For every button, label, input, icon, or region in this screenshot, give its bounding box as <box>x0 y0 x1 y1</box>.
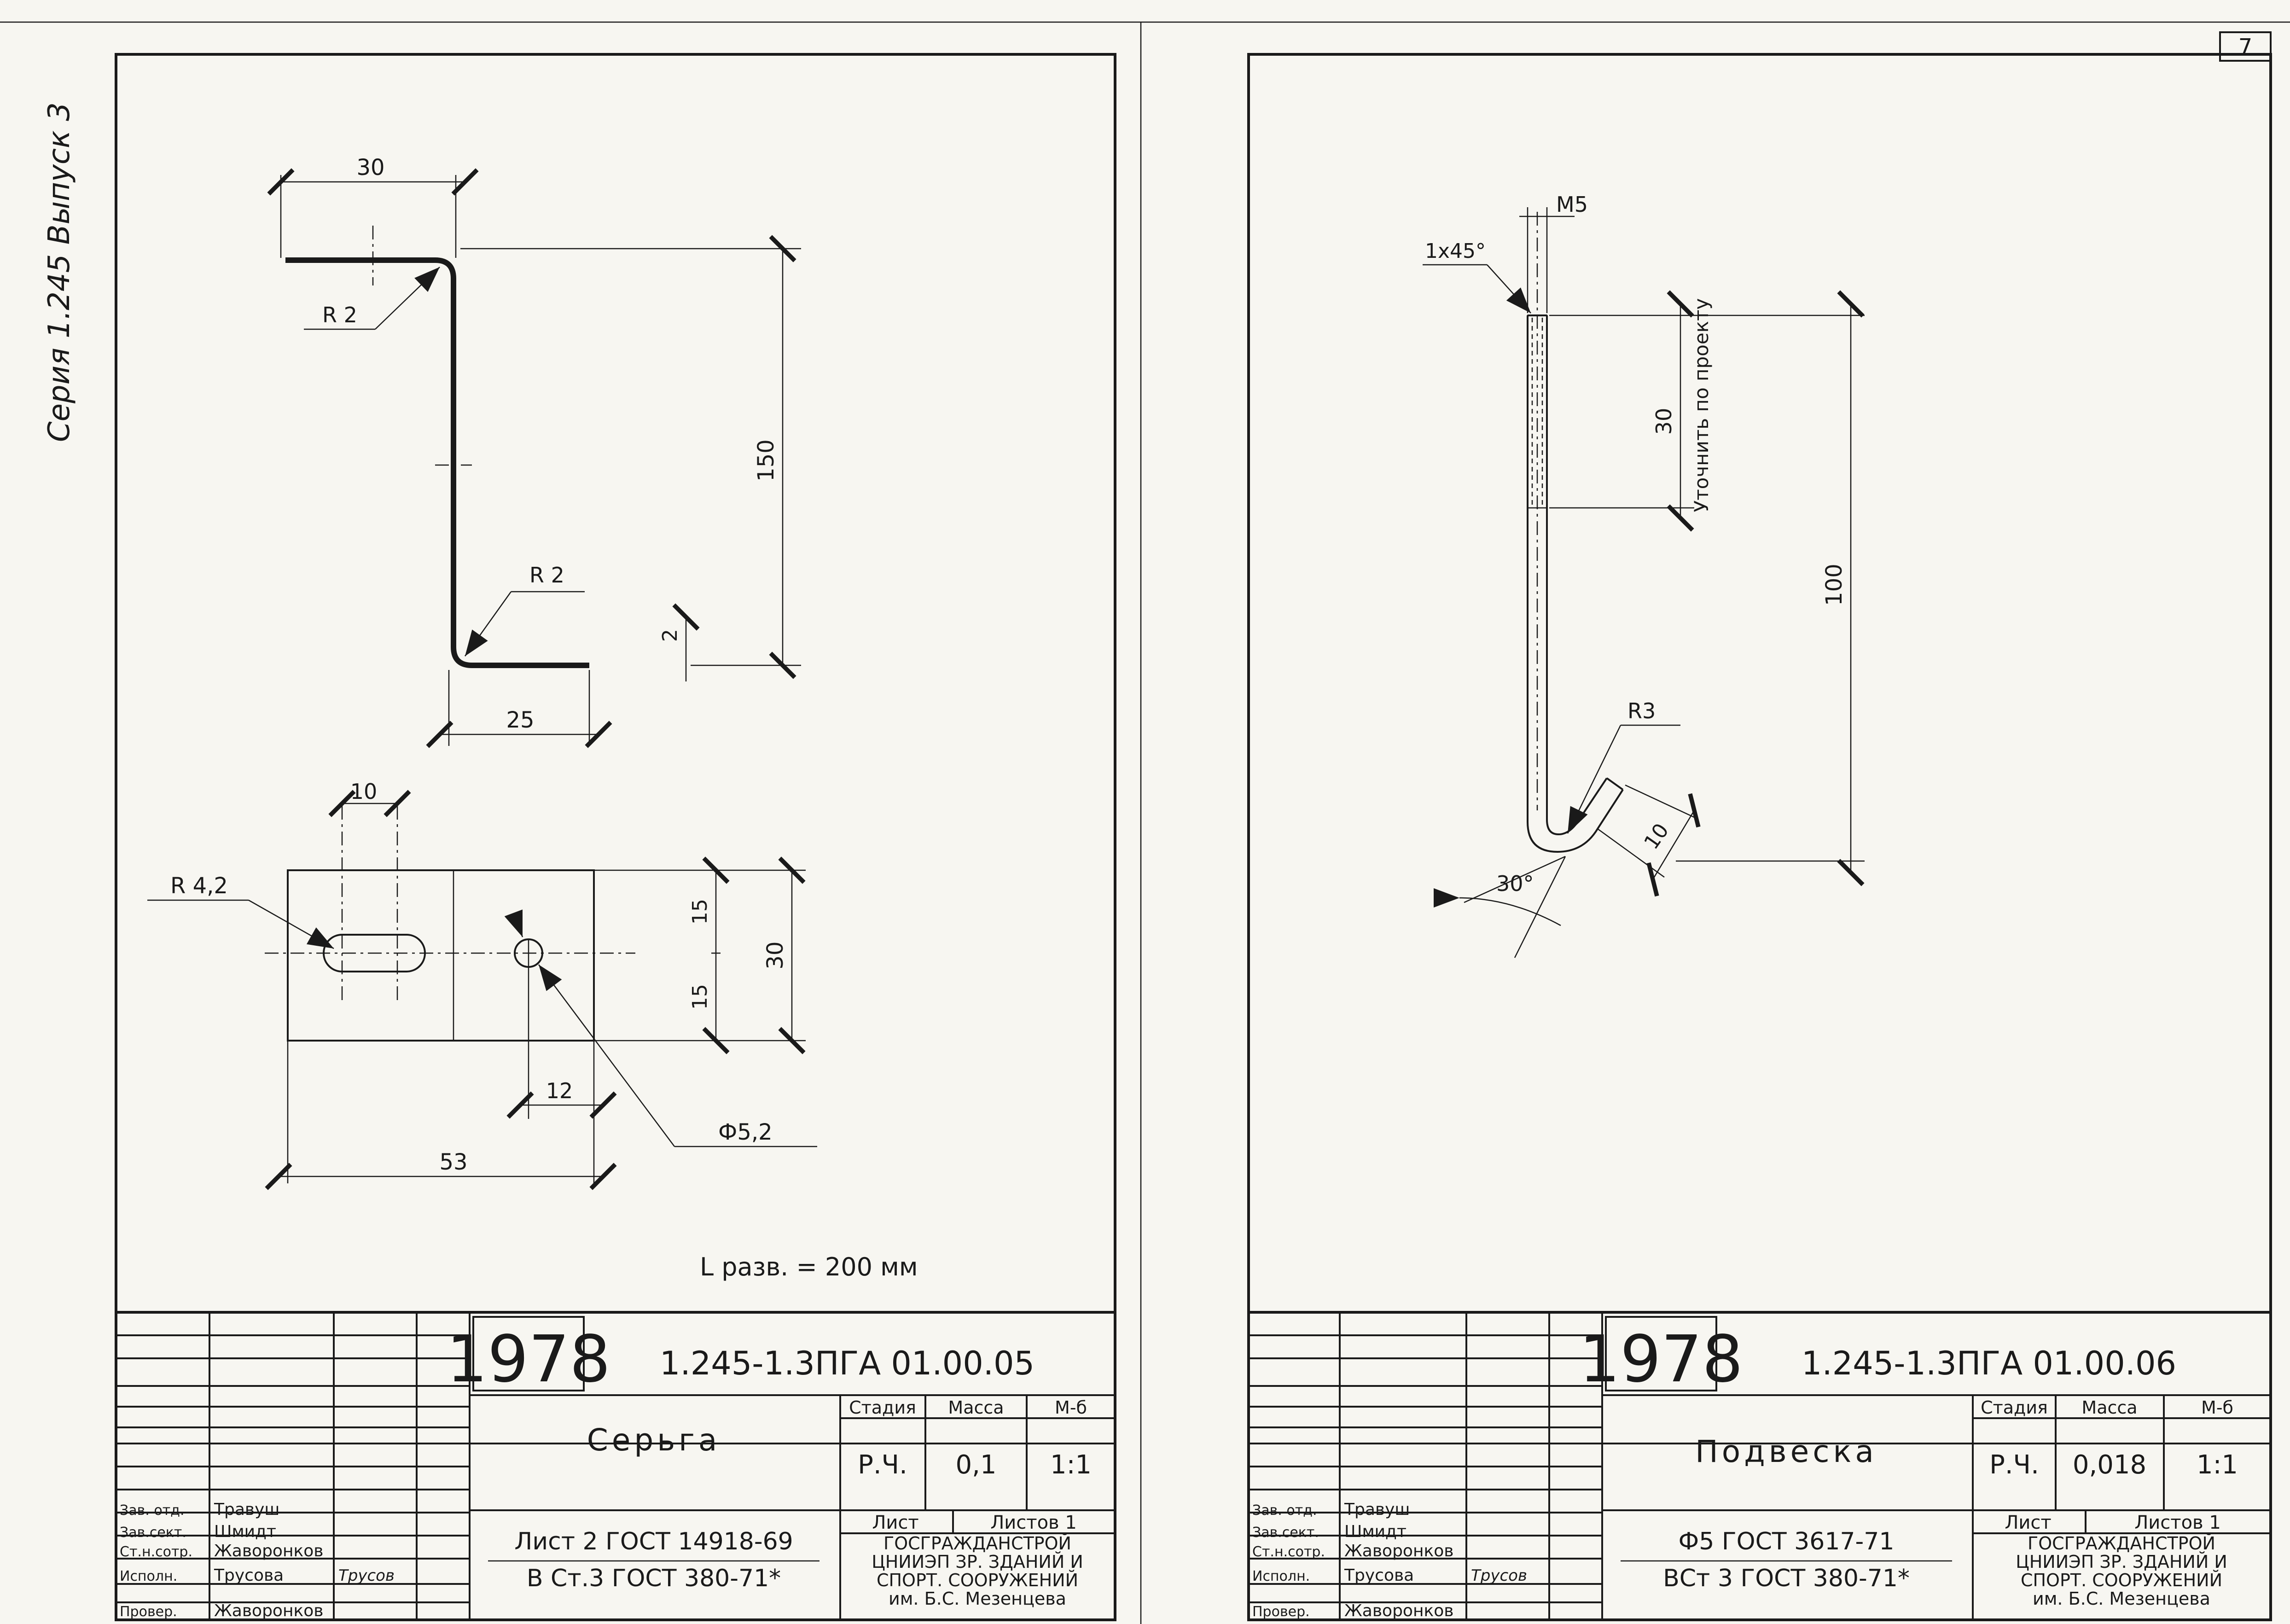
part-name: Подвеска <box>1695 1434 1877 1469</box>
role-name: Травуш <box>1344 1500 1410 1519</box>
dim-height: 150 <box>753 439 779 482</box>
title-block-year: 1978 <box>1579 1322 1743 1397</box>
sheet-label: Лист <box>872 1512 918 1533</box>
document-code: 1.245-1.3ПГА 01.00.05 <box>660 1345 1035 1382</box>
chamfer: 1х45° <box>1425 239 1486 263</box>
left-title-block: 1978 1.245-1.3ПГА 01.00.05 Серьга Стадия… <box>116 1311 1115 1620</box>
dim-slot-width: 10 <box>350 779 378 804</box>
series-margin-note: Серия 1.245 Выпуск 3 <box>42 102 76 442</box>
role-label: Исполн. <box>120 1568 177 1584</box>
scale-value: 1:1 <box>2197 1450 2238 1480</box>
role-name: Шмидт <box>1344 1522 1407 1541</box>
right-title-block: 1978 1.245-1.3ПГА 01.00.06 Подвеска Стад… <box>1249 1311 2271 1620</box>
role-name: Трусова <box>1344 1566 1414 1585</box>
role-label: Провер. <box>1252 1604 1310 1620</box>
thread-size: М5 <box>1556 192 1588 217</box>
role-label: Зав.сект. <box>1252 1525 1319 1541</box>
suspension-rod-view: М5 1х45° 30 Уточнить по проекту 100 R3 <box>1423 192 1865 958</box>
document-code: 1.245-1.3ПГА 01.00.06 <box>1802 1345 2176 1382</box>
dim-half-bottom: 15 <box>688 984 712 1010</box>
role-label: Зав.сект. <box>120 1525 186 1541</box>
developed-length-note: L разв. = 200 мм <box>700 1252 918 1281</box>
mass-value: 0,1 <box>955 1450 996 1480</box>
role-name: Жаворонков <box>214 1601 323 1620</box>
stage-value: Р.Ч. <box>1989 1450 2039 1480</box>
radius-hook: R3 <box>1627 698 1656 723</box>
role-name: Жаворонков <box>1344 1601 1453 1620</box>
dim-hole-offset: 12 <box>546 1078 573 1103</box>
role-name: Травуш <box>214 1500 279 1519</box>
organization-line-3: СПОРТ. СООРУЖЕНИЙ <box>877 1570 1078 1590</box>
material-line-1: Ф5 ГОСТ 3617-71 <box>1679 1528 1895 1555</box>
stage-header: Стадия <box>849 1397 916 1418</box>
scale-header: М-б <box>2201 1397 2233 1418</box>
dim-thickness: 2 <box>658 629 682 642</box>
organization-line-4: им. Б.С. Мезенцева <box>889 1589 1066 1609</box>
sheets-label: Листов 1 <box>2134 1512 2221 1533</box>
signature: Трусов <box>338 1566 395 1585</box>
dim-thread-length: 30 <box>1651 408 1676 435</box>
role-label: Провер. <box>120 1604 177 1620</box>
scale-header: М-б <box>1055 1397 1087 1418</box>
dim-hook: 10 <box>1639 819 1674 854</box>
role-name: Жаворонков <box>1344 1542 1453 1560</box>
role-label: Зав. отд. <box>120 1502 184 1519</box>
material-line-2: В Ст.3 ГОСТ 380-71* <box>527 1565 781 1592</box>
radius-top: R 2 <box>322 303 357 327</box>
sheets-label: Листов 1 <box>990 1512 1077 1533</box>
dim-hole-diameter: Ф5,2 <box>718 1119 773 1145</box>
material-line-1: Лист 2 ГОСТ 14918-69 <box>514 1528 793 1555</box>
part-name: Серьга <box>587 1422 721 1458</box>
thread-note: Уточнить по проекту <box>1690 298 1713 512</box>
role-label: Ст.н.сотр. <box>1252 1544 1325 1560</box>
radius-slot: R 4,2 <box>170 873 228 899</box>
role-name: Трусова <box>214 1566 284 1585</box>
organization-line-2: ЦНИИЭП ЗР. ЗДАНИЙ И <box>872 1552 1083 1572</box>
role-name: Шмидт <box>214 1522 276 1541</box>
left-sheet-frame <box>115 53 1116 1621</box>
role-label: Ст.н.сотр. <box>120 1544 192 1560</box>
role-label: Исполн. <box>1252 1568 1310 1584</box>
scale-value: 1:1 <box>1050 1450 1092 1480</box>
right-sheet: М5 1х45° 30 Уточнить по проекту 100 R3 <box>1247 53 2272 1621</box>
dim-length: 100 <box>1821 564 1847 606</box>
sheet-number: 7 <box>2238 34 2253 60</box>
right-sheet-frame <box>1247 53 2272 1621</box>
mass-value: 0,018 <box>2073 1450 2146 1480</box>
organization-line-4: им. Б.С. Мезенцева <box>2033 1589 2210 1609</box>
organization-line-3: СПОРТ. СООРУЖЕНИЙ <box>2021 1570 2222 1590</box>
mass-header: Масса <box>948 1397 1004 1418</box>
role-label: Зав. отд. <box>1252 1502 1317 1519</box>
organization-line-1: ГОСГРАЖДАНСТРОЙ <box>883 1533 1071 1554</box>
stage-value: Р.Ч. <box>858 1450 907 1480</box>
role-name: Жаворонков <box>214 1542 323 1560</box>
dim-plate-height: 30 <box>762 941 788 969</box>
dim-flange-top: 30 <box>356 155 384 180</box>
angle-hook: 30° <box>1496 871 1534 896</box>
organization-line-2: ЦНИИЭП ЗР. ЗДАНИЙ И <box>2016 1552 2227 1572</box>
dim-flange-bottom: 25 <box>506 707 534 733</box>
title-block-year: 1978 <box>447 1322 610 1397</box>
signature: Трусов <box>1471 1566 1527 1585</box>
left-sheet: 30 R 2 150 R 2 2 25 <box>115 53 1116 1621</box>
organization-line-1: ГОСГРАЖДАНСТРОЙ <box>2028 1533 2215 1554</box>
dim-half-top: 15 <box>688 899 712 925</box>
plate-plan-view: 10 R 4,2 15 15 30 12 Ф5,2 <box>147 779 817 1190</box>
bracket-side-view: 30 R 2 150 R 2 2 25 <box>267 155 801 748</box>
radius-bottom: R 2 <box>529 563 564 588</box>
mass-header: Масса <box>2081 1397 2137 1418</box>
sheet-label: Лист <box>2005 1512 2051 1533</box>
material-line-2: ВСт 3 ГОСТ 380-71* <box>1663 1565 1910 1592</box>
stage-header: Стадия <box>1981 1397 2048 1418</box>
dim-plate-width: 53 <box>439 1149 467 1175</box>
